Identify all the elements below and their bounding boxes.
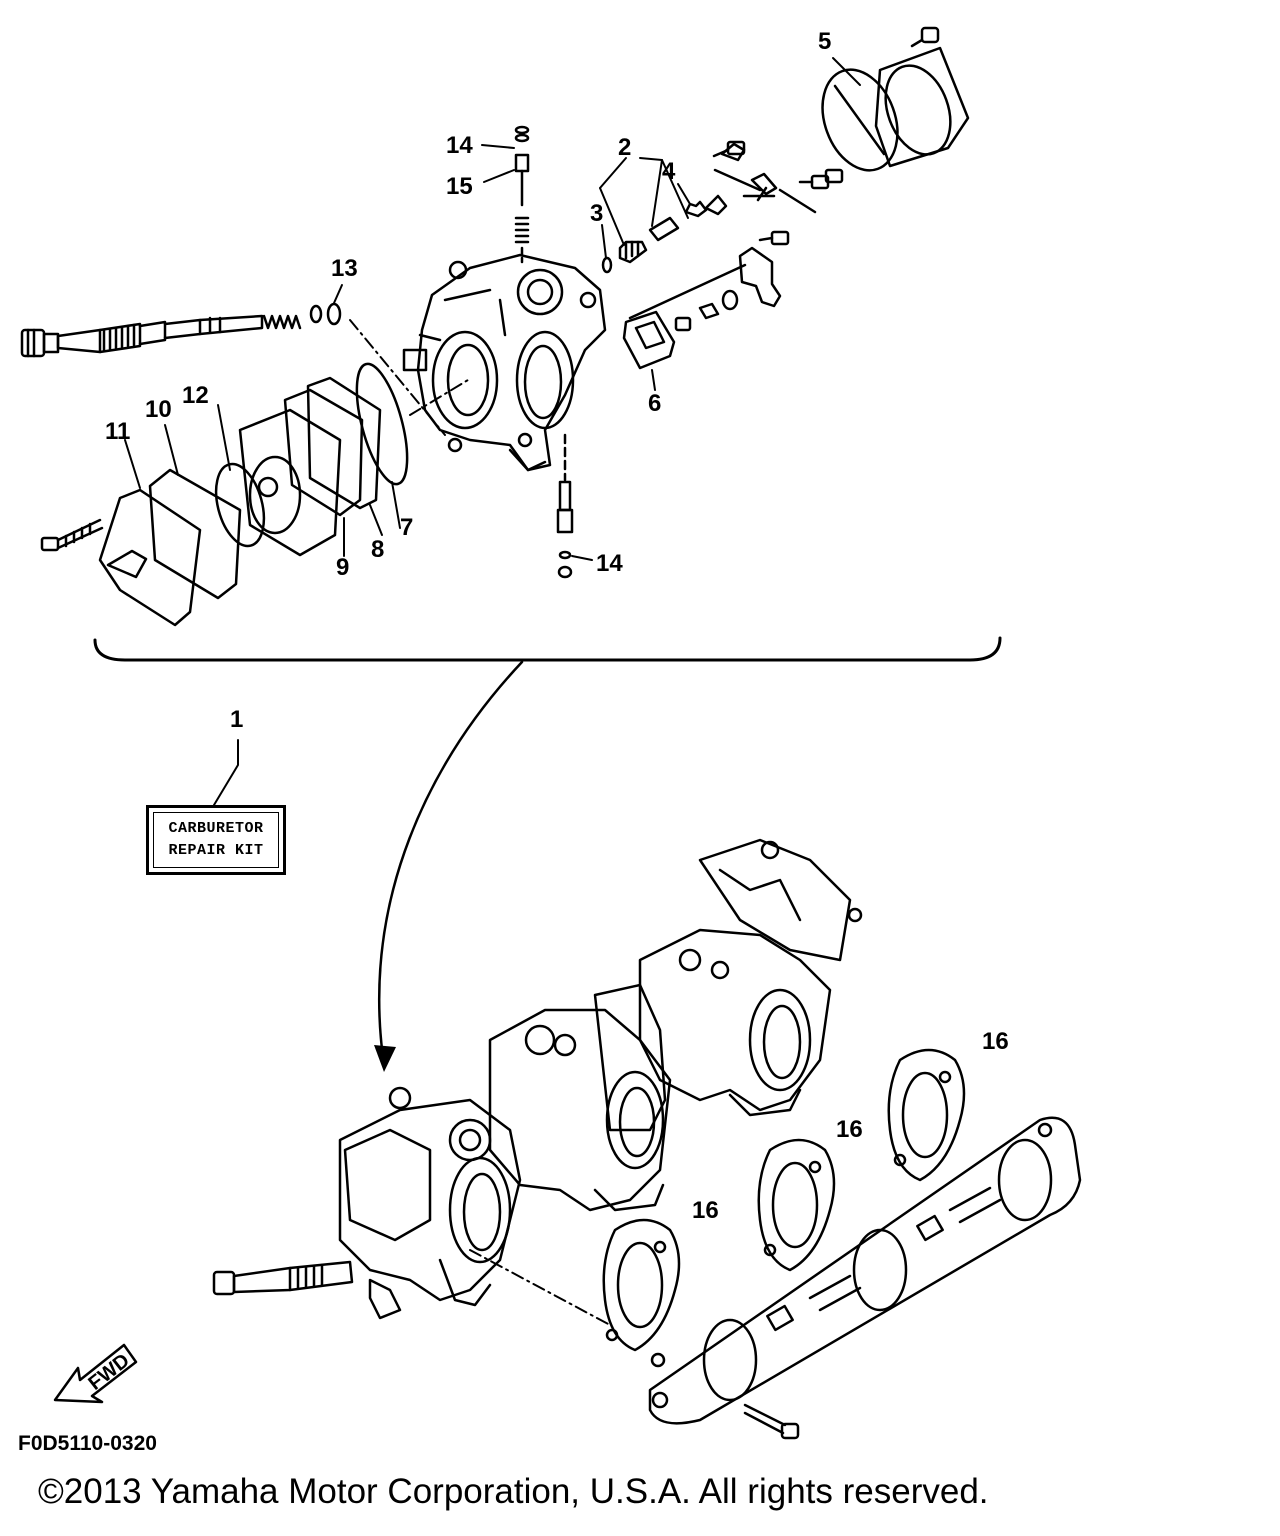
- jet-part-14-lower: [556, 433, 574, 579]
- fuel-pump-stack: [98, 362, 409, 627]
- copyright-notice: ©2013 Yamaha Motor Corporation, U.S.A. A…: [38, 1472, 989, 1511]
- callout-6: 6: [648, 390, 662, 417]
- gasket-6: [622, 310, 676, 370]
- repair-kit-box: CARBURETOR REPAIR KIT: [146, 805, 286, 875]
- callout-3: 3: [590, 200, 604, 227]
- assembly-guide-lines: [349, 319, 469, 436]
- callout-12: 12: [182, 382, 209, 409]
- intake-manifold-plate: [648, 1116, 1082, 1425]
- callout-16-rear: 16: [982, 1028, 1009, 1055]
- spring-part: [262, 314, 302, 330]
- pump-bolt-part: [40, 518, 104, 552]
- callout-4: 4: [662, 158, 676, 185]
- callout-2: 2: [618, 134, 632, 161]
- callout-leaders-top: [124, 57, 861, 561]
- bracket-part: [628, 230, 790, 332]
- callout-8: 8: [371, 536, 385, 563]
- callout-15: 15: [446, 173, 473, 200]
- callout-9: 9: [336, 554, 350, 581]
- gasket-16-rear: [887, 1048, 966, 1182]
- washer-13: [309, 302, 342, 326]
- callout-5: 5: [818, 28, 832, 55]
- callout-1: 1: [230, 706, 244, 733]
- curved-arrow: [377, 660, 524, 1067]
- manifold-bolt-part: [743, 1403, 800, 1440]
- gasket-16-front: [602, 1218, 681, 1352]
- bolt-parts: [712, 140, 844, 184]
- callout-16-front: 16: [692, 1197, 719, 1224]
- carburetor-assembly: [212, 838, 863, 1326]
- repair-kit-line2: REPAIR KIT: [168, 842, 264, 859]
- callout-10: 10: [145, 396, 172, 423]
- inlet-fitting-part: [20, 314, 264, 358]
- needle-valve-15: [514, 125, 530, 264]
- carburetor-body-top: [402, 253, 607, 472]
- callout-1-leader: [213, 739, 239, 806]
- curved-arrow-head: [374, 1045, 396, 1072]
- gasket-16-middle: [757, 1138, 836, 1272]
- callout-7: 7: [400, 514, 414, 541]
- fwd-arrow-icon: FWD: [53, 1343, 138, 1404]
- group-bracket: [93, 636, 1002, 662]
- diaphragm-5: [821, 68, 899, 172]
- callout-14-bottom: 14: [596, 550, 623, 577]
- callout-16-middle: 16: [836, 1116, 863, 1143]
- pump-cover-part: [874, 26, 970, 168]
- repair-kit-inner-frame: CARBURETOR REPAIR KIT: [153, 812, 279, 868]
- pilot-screw-parts: [601, 194, 728, 274]
- callout-11: 11: [105, 418, 131, 445]
- figure-code: F0D5110-0320: [18, 1432, 157, 1455]
- callout-14-top: 14: [446, 132, 473, 159]
- repair-kit-line1: CARBURETOR: [168, 820, 264, 838]
- callout-13: 13: [331, 255, 358, 282]
